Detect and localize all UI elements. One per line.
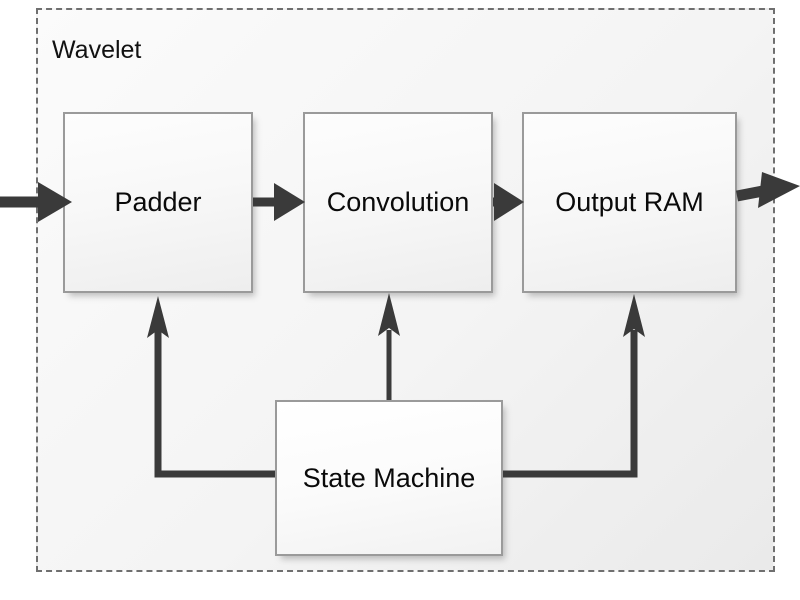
block-convolution[interactable]: Convolution: [303, 112, 493, 293]
block-convolution-label: Convolution: [326, 187, 470, 217]
block-state-machine[interactable]: State Machine: [275, 400, 503, 556]
block-padder[interactable]: Padder: [63, 112, 253, 293]
block-padder-label: Padder: [114, 187, 202, 217]
block-output-ram[interactable]: Output RAM: [522, 112, 737, 293]
wavelet-group-label: Wavelet: [52, 36, 142, 64]
block-state-machine-label: State Machine: [302, 462, 476, 493]
block-output-ram-label: Output RAM: [555, 187, 704, 217]
